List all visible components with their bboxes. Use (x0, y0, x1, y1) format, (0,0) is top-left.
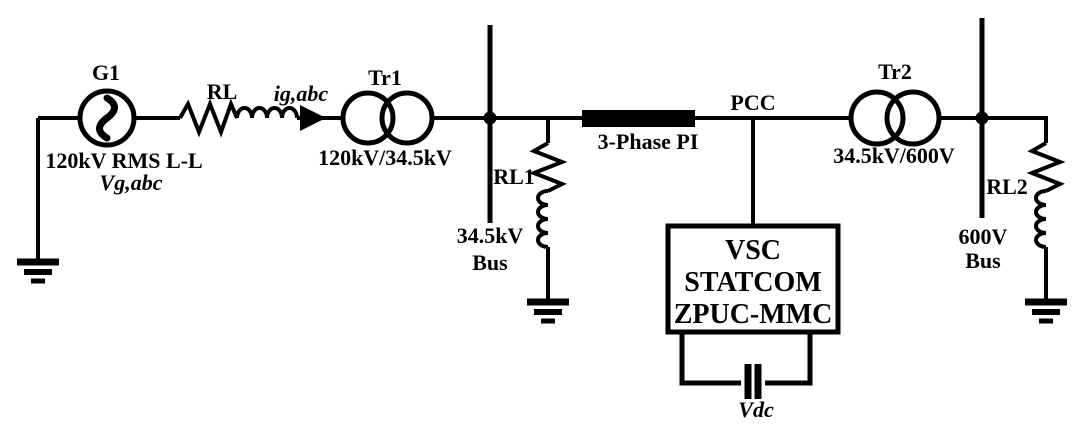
transformer2-id-label: Tr2 (878, 59, 912, 84)
resistor-zigzag (528, 141, 568, 193)
junction-dot (975, 111, 989, 125)
ground-icon-rl2 (1025, 298, 1067, 324)
dc-capacitor-icon (679, 332, 813, 399)
load-rl2-icon (1026, 141, 1066, 302)
bus1-label-line2: Bus (472, 250, 508, 275)
generator-icon (77, 88, 137, 148)
pi-line-block (582, 110, 695, 127)
transformer-winding (848, 89, 906, 147)
ground-icon-source (17, 258, 59, 284)
bus1-label-line1: 34.5kV (457, 223, 524, 248)
current-arrow-icon (300, 105, 326, 131)
wire (679, 332, 741, 386)
inductor-coil (235, 106, 299, 119)
load-rl1-icon (528, 118, 568, 302)
transformer-tr1-icon (340, 90, 435, 146)
resistor-zigzag (178, 98, 239, 138)
statcom-label-line3: ZPUC-MMC (674, 299, 833, 330)
bus2-label-line2: Bus (965, 248, 1001, 273)
ac-sine-icon (96, 94, 118, 142)
bus2-label-line1: 600V (959, 224, 1008, 249)
grid-current-label: ig,abc (274, 81, 329, 106)
inductor-coil (1034, 189, 1047, 249)
transformer-tr2-icon (848, 89, 942, 147)
wire (939, 116, 1048, 143)
wire (765, 332, 813, 386)
inductor-coil (536, 189, 549, 249)
statcom-label-line1: VSC (725, 235, 781, 266)
resistor-zigzag (1026, 141, 1066, 193)
generator-id-label: G1 (92, 60, 120, 85)
dc-voltage-label: Vdc (738, 397, 774, 422)
junction-dot (483, 111, 497, 125)
generator-voltage-label: Vg,abc (100, 170, 163, 195)
transformer1-id-label: Tr1 (368, 65, 402, 90)
transformer-winding (340, 90, 396, 146)
transformer-winding (884, 89, 942, 147)
pi-line-label: 3-Phase PI (598, 129, 699, 154)
transformer-winding (379, 90, 435, 146)
statcom-box (665, 223, 841, 335)
source-impedance-label: RL (207, 79, 238, 104)
statcom-label-line2: STATCOM (684, 267, 821, 298)
load1-label: RL1 (493, 164, 535, 189)
resistor-inductor-rl-icon (178, 98, 299, 138)
generator-rating-label: 120kV RMS L-L (45, 148, 202, 173)
ground-icon-rl1 (527, 298, 569, 324)
load2-label: RL2 (986, 174, 1028, 199)
transformer1-ratio-label: 120kV/34.5kV (318, 145, 452, 170)
transformer2-ratio-label: 34.5kV/600V (833, 143, 955, 168)
pcc-label: PCC (730, 90, 775, 115)
